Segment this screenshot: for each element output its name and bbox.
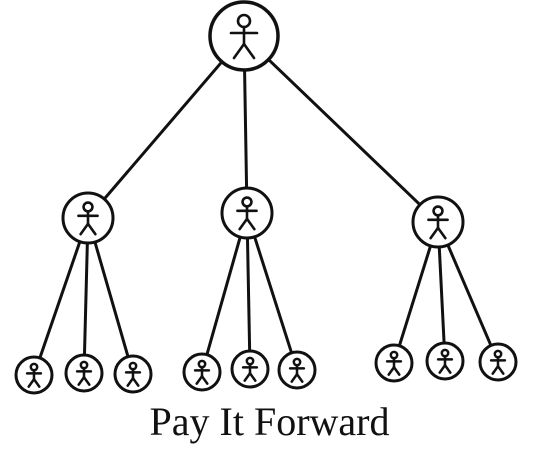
stick-figure-icon <box>229 13 259 60</box>
stick-figure-icon <box>75 360 93 386</box>
edge-node-1-to-leaf-3 <box>93 240 130 359</box>
diagram-caption: Pay It Forward <box>149 399 390 444</box>
stick-figure-icon <box>427 205 449 240</box>
edge-node-1-to-leaf-2 <box>82 241 89 357</box>
stick-figure-icon <box>193 359 211 385</box>
edge-node-2-to-leaf-2 <box>245 236 252 353</box>
stick-figure-icon <box>124 361 142 387</box>
level2-person-node-2 <box>220 186 274 240</box>
edge-node-2-to-leaf-3 <box>253 235 294 355</box>
level3-person-node-1-1 <box>14 355 54 395</box>
stick-figure-icon <box>25 362 43 388</box>
level3-person-node-2-3 <box>277 350 317 390</box>
level3-person-node-2-2 <box>230 349 270 389</box>
edge-root-to-node-1 <box>102 60 224 201</box>
tree-nodes <box>14 0 518 395</box>
root-person-node <box>208 0 280 72</box>
edge-root-to-node-3 <box>267 58 422 207</box>
stick-figure-icon <box>288 357 306 383</box>
edge-root-to-node-2 <box>243 68 249 190</box>
pay-it-forward-tree-diagram <box>14 0 518 395</box>
edge-node-3-to-leaf-3 <box>446 243 493 347</box>
stick-figure-icon <box>236 196 258 231</box>
level2-person-node-3 <box>411 195 465 249</box>
stick-figure-icon <box>241 356 259 382</box>
edge-node-1-to-leaf-1 <box>38 240 82 360</box>
level3-person-node-3-2 <box>425 341 465 381</box>
stick-figure-icon <box>436 348 454 374</box>
level3-person-node-1-3 <box>113 354 153 394</box>
level3-person-node-3-3 <box>478 342 518 382</box>
level3-person-node-2-1 <box>182 352 222 392</box>
stick-figure-icon <box>77 201 99 236</box>
edge-node-3-to-leaf-1 <box>397 244 433 348</box>
tree-edges <box>38 58 493 360</box>
edge-node-2-to-leaf-1 <box>205 235 242 357</box>
stick-figure-icon <box>385 350 403 376</box>
level3-person-node-1-2 <box>64 353 104 393</box>
level2-person-node-1 <box>61 191 115 245</box>
edge-node-3-to-leaf-2 <box>437 245 446 345</box>
stick-figure-icon <box>489 349 507 375</box>
level3-person-node-3-1 <box>374 343 414 383</box>
